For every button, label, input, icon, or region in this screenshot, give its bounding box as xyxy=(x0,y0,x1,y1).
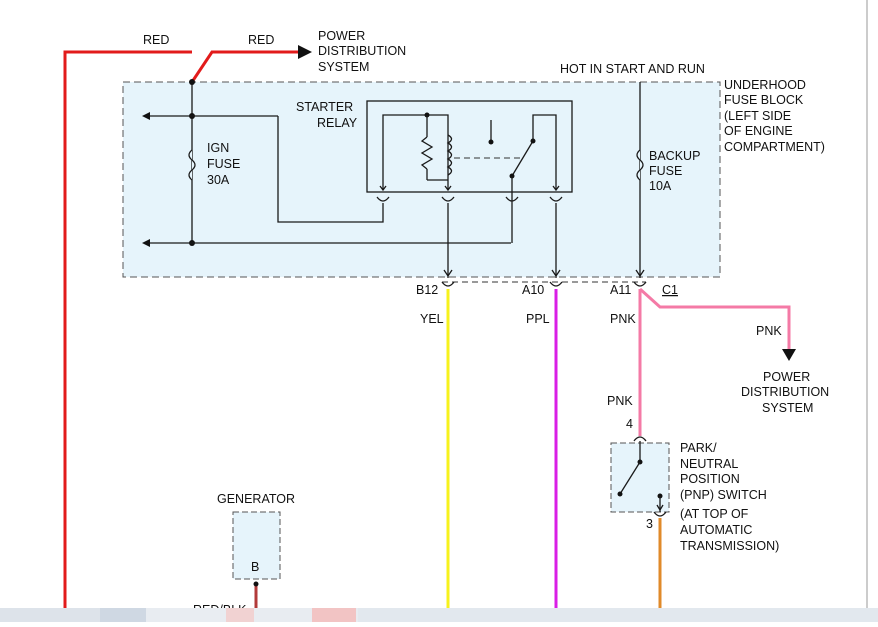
taskbar-segment-right xyxy=(358,608,878,622)
relay-switch-contact-top xyxy=(488,139,494,145)
starter-relay-label-line1: STARTER xyxy=(296,100,353,114)
underhood-label-line2: FUSE BLOCK xyxy=(724,93,804,107)
starter-relay-box xyxy=(366,100,573,193)
power-distribution-right-line2: DISTRIBUTION xyxy=(741,385,829,399)
arrow-b12 xyxy=(443,269,453,278)
power-distribution-right-line3: SYSTEM xyxy=(762,401,813,415)
pnp-label-line2: NEUTRAL xyxy=(680,457,738,471)
yel-wire-label: YEL xyxy=(420,312,444,326)
relay-terminal-3 xyxy=(505,196,519,202)
arrow-a10 xyxy=(551,269,561,278)
pnp-label-line6: AUTOMATIC xyxy=(680,523,752,537)
generator-pin-label: B xyxy=(251,560,259,574)
pnk-wire-branch xyxy=(638,287,791,349)
red-wire-top xyxy=(190,50,298,83)
backup-fuse-label-line2: FUSE xyxy=(649,164,682,178)
arrow-a11 xyxy=(635,269,645,278)
relay-arrow-2 xyxy=(444,185,452,192)
generator-box xyxy=(232,511,281,580)
relay-resistor-zigzag xyxy=(420,136,434,170)
relay-coil-circuit xyxy=(382,114,449,190)
hot-in-start-label: HOT IN START AND RUN xyxy=(560,62,705,76)
pnp-switch-blade xyxy=(619,461,641,495)
node-bus-top xyxy=(189,79,195,85)
connector-pin-a11 xyxy=(633,281,647,287)
pnk-wire-switch-label: PNK xyxy=(607,394,633,408)
bus-arrow-top xyxy=(142,112,150,120)
power-distribution-top-line3: SYSTEM xyxy=(318,60,369,74)
pnk-wire-branch-label: PNK xyxy=(756,324,782,338)
red-wire-left-label: RED xyxy=(143,33,169,47)
pnp-label-line1: PARK/ xyxy=(680,441,717,455)
ign-fuse-label-line2: FUSE xyxy=(207,157,240,171)
pnp-label-line3: POSITION xyxy=(680,472,740,486)
taskbar-app-icon-4[interactable] xyxy=(312,608,356,622)
backup-fuse-label-line1: BACKUP xyxy=(649,149,700,163)
arrow-to-power-distribution-right xyxy=(782,349,796,361)
pnp-label-line4: (PNP) SWITCH xyxy=(680,488,767,502)
pnp-contact-left xyxy=(617,491,623,497)
pnp-pin-3-label: 3 xyxy=(646,517,653,531)
power-distribution-top-line1: POWER xyxy=(318,29,365,43)
red-wire-top-label: RED xyxy=(248,33,274,47)
pnp-pin-4-terminal xyxy=(633,436,647,442)
generator-label: GENERATOR xyxy=(217,492,295,506)
power-distribution-top-line2: DISTRIBUTION xyxy=(318,44,406,58)
bus-arrow-bottom xyxy=(142,239,150,247)
ppl-wire-label: PPL xyxy=(526,312,550,326)
connector-pin-a10 xyxy=(549,281,563,287)
power-distribution-right-line1: POWER xyxy=(763,370,810,384)
ign-fuse-label-line3: 30A xyxy=(207,173,230,187)
pin-label-b12: B12 xyxy=(416,283,438,297)
taskbar-segment-left xyxy=(0,608,100,622)
ign-fuse-label-line1: IGN xyxy=(207,141,229,155)
connector-label-c1: C1 xyxy=(662,283,678,297)
underhood-label-line3: (LEFT SIDE xyxy=(724,109,791,123)
relay-terminal-4 xyxy=(549,196,563,202)
underhood-label-line5: COMPARTMENT) xyxy=(724,140,825,154)
taskbar-app-icon-2[interactable] xyxy=(160,608,220,622)
connector-pin-b12 xyxy=(441,281,455,287)
pnp-pin-4-label: 4 xyxy=(626,417,633,431)
relay-arrow-4 xyxy=(552,185,560,192)
pnp-arrow-3 xyxy=(656,504,664,512)
pnk-wire-vertical-label: PNK xyxy=(610,312,636,326)
relay-switch-blade xyxy=(511,140,534,177)
taskbar-strip xyxy=(0,608,878,622)
arrow-to-power-distribution xyxy=(298,45,312,59)
pin-label-a11: A11 xyxy=(610,283,631,297)
ign-fuse-symbol xyxy=(188,149,196,181)
relay-switch-output xyxy=(532,114,557,190)
taskbar-app-icon-1[interactable] xyxy=(100,608,146,622)
backup-fuse-label-line3: 10A xyxy=(649,179,672,193)
relay-arrow-1 xyxy=(379,185,387,192)
relay-terminal-2 xyxy=(441,196,455,202)
starter-relay-label-line2: RELAY xyxy=(317,116,358,130)
pnp-label-line5: (AT TOP OF xyxy=(680,507,749,521)
pin-label-a10: A10 xyxy=(522,283,544,297)
backup-fuse-symbol xyxy=(636,149,644,181)
relay-terminal-1 xyxy=(376,196,390,202)
red-wire-left xyxy=(63,50,192,608)
pnp-label-line7: TRANSMISSION) xyxy=(680,539,779,553)
pnp-pin-3-terminal xyxy=(653,511,667,517)
underhood-label-line4: OF ENGINE xyxy=(724,124,793,138)
relay-coil xyxy=(446,134,453,176)
bus-to-relay-wire xyxy=(277,116,384,223)
underhood-label-line1: UNDERHOOD xyxy=(724,78,806,92)
generator-pin-node xyxy=(253,581,259,587)
taskbar-app-icon-3[interactable] xyxy=(226,608,254,622)
